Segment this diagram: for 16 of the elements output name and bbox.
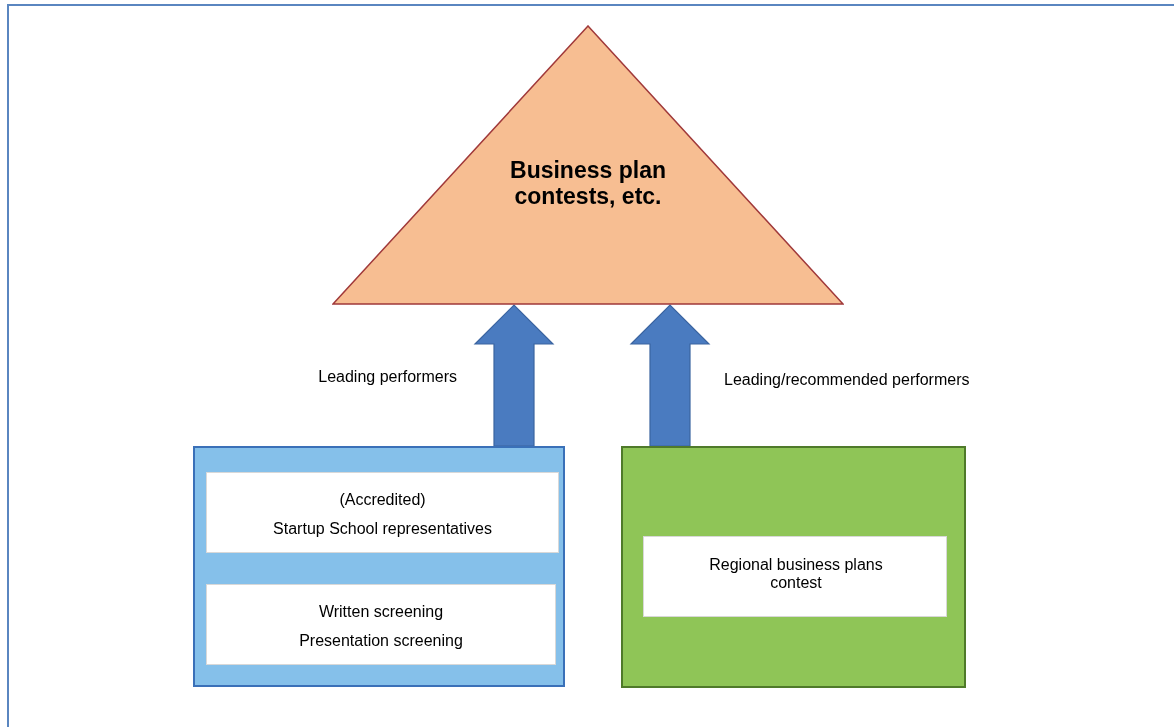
block-arrow <box>629 304 711 447</box>
group-panel <box>193 446 565 687</box>
edge-label: Leading performers <box>318 368 457 386</box>
panel-text: Startup School representatives <box>272 520 493 539</box>
text-panel <box>206 472 559 553</box>
title-text: Business plan contests, etc. <box>509 157 667 210</box>
panel-text: (Accredited) <box>338 491 427 510</box>
triangle-shape <box>332 25 844 305</box>
panel-text: Regional business plans contest <box>708 556 884 593</box>
panel-text: Presentation screening <box>298 632 464 651</box>
text-panel <box>643 536 947 617</box>
group-panel <box>621 446 966 688</box>
block-arrow <box>473 304 555 447</box>
text-panel <box>206 584 556 665</box>
edge-label: Leading/recommended performers <box>724 371 970 389</box>
panel-text: Written screening <box>317 603 445 622</box>
